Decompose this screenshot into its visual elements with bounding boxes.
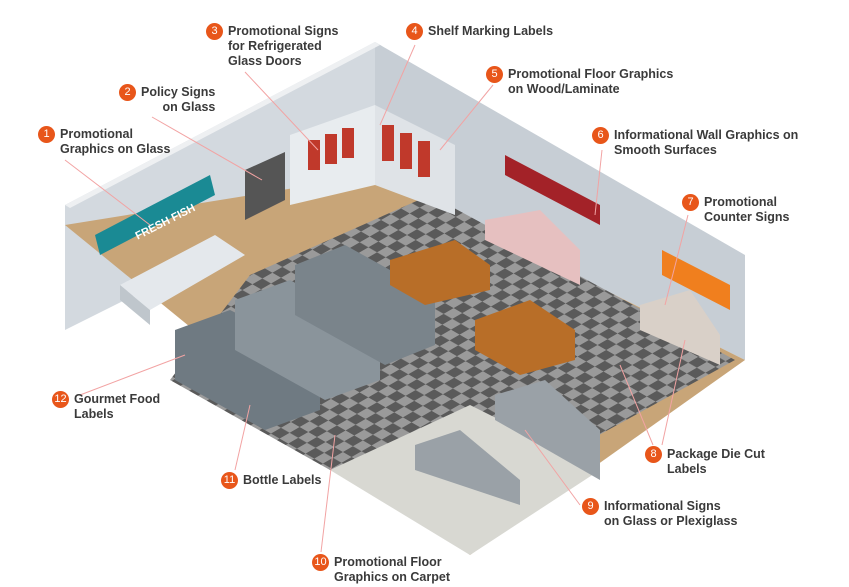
callout-11: 11 Bottle Labels xyxy=(221,472,322,489)
wall-top-left xyxy=(65,42,380,208)
callout-label: on Glass xyxy=(162,100,216,114)
callout-number: 10 xyxy=(312,554,329,571)
callout-number: 11 xyxy=(221,472,238,489)
callout-number: 12 xyxy=(52,391,69,408)
callout-label: Counter Signs xyxy=(704,210,790,224)
callout-label: Gourmet Food xyxy=(74,392,161,406)
callout-label: Promotional Signs xyxy=(228,24,339,38)
callout-label: Promotional Floor xyxy=(334,555,442,569)
callout-number: 8 xyxy=(645,446,662,463)
callout-label: Glass Doors xyxy=(228,54,302,68)
callout-4: 4 Shelf Marking Labels xyxy=(406,23,554,40)
leader-lines xyxy=(64,44,689,553)
callout-number: 5 xyxy=(486,66,503,83)
fish-counter xyxy=(120,235,245,310)
callout-label: Promotional xyxy=(704,195,777,209)
counter-sign xyxy=(662,250,730,310)
callout-label: Shelf Marking Labels xyxy=(428,24,554,38)
callout-number: 2 xyxy=(119,84,136,101)
callout-label: Informational Signs xyxy=(604,499,721,513)
checkout-counter xyxy=(495,380,600,480)
callout-number: 3 xyxy=(206,23,223,40)
callout-number: 1 xyxy=(38,126,55,143)
callout-label: Bottle Labels xyxy=(243,473,322,487)
callout-label: Smooth Surfaces xyxy=(614,143,717,157)
right-counter xyxy=(640,290,720,365)
callout-label: Promotional xyxy=(60,127,133,141)
refrigerated-glass-doors xyxy=(290,105,455,215)
callout-label: Graphics on Glass xyxy=(60,142,171,156)
produce-stand xyxy=(475,300,575,375)
produce-stand xyxy=(390,240,490,305)
callout-label: Informational Wall Graphics on xyxy=(614,128,799,142)
callout-number: 6 xyxy=(592,127,609,144)
deli-case xyxy=(485,210,580,285)
callout-number: 9 xyxy=(582,498,599,515)
callout-number: 7 xyxy=(682,194,699,211)
callout-number: 4 xyxy=(406,23,423,40)
callout-label: Policy Signs xyxy=(141,85,216,99)
checkout-counter xyxy=(415,430,520,505)
callout-label: for Refrigerated xyxy=(228,39,322,53)
fish-counter-front xyxy=(120,285,150,325)
door xyxy=(245,152,285,220)
callout-label: on Glass or Plexiglass xyxy=(604,514,738,528)
callout-label: Graphics on Carpet xyxy=(334,570,450,584)
callout-label: Promotional Floor Graphics xyxy=(508,67,674,81)
callout-label: on Wood/Laminate xyxy=(508,82,620,96)
callout-label: Labels xyxy=(667,462,707,476)
shelving-aisles xyxy=(175,245,435,430)
callout-label: Package Die Cut xyxy=(667,447,765,461)
wall-graphic-sign xyxy=(505,155,600,225)
callout-label: Labels xyxy=(74,407,114,421)
